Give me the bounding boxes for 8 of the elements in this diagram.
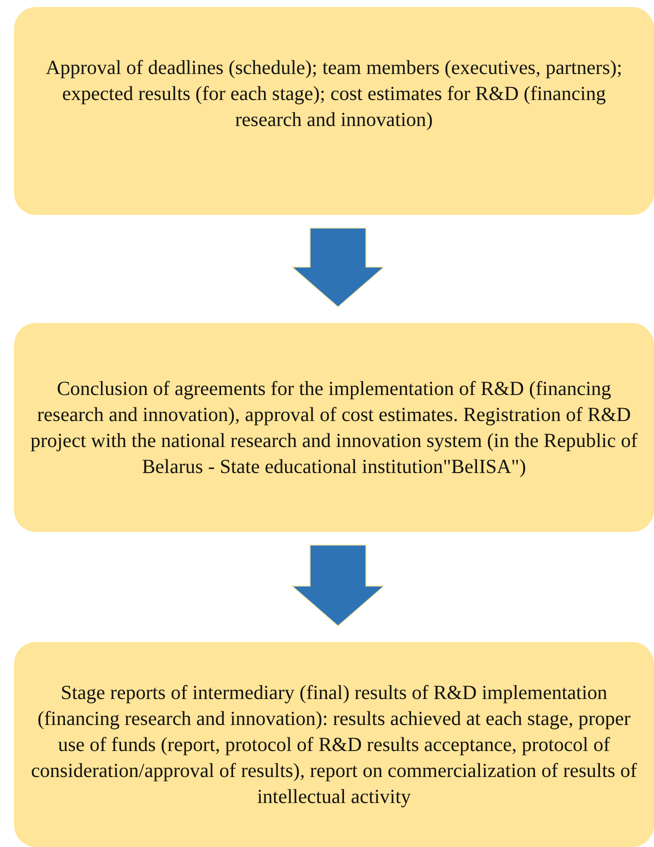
block-arrow (290, 228, 386, 308)
step-text: Approval of deadlines (schedule); team members (executives, partners); expected results (for each stage); cost estimates for R&D (financing research and innovation) (44, 56, 624, 133)
process-box (14, 642, 654, 847)
process-box (14, 7, 654, 215)
block-arrow (290, 544, 386, 627)
process-box (14, 323, 654, 532)
step-text: Stage reports of intermediary (final) results of R&D implementation (financing research and innovation): results achieved at each stage, proper use of funds (report, protocol of R&D results acceptance, protocol of consideration/approval of results), report on commercialization of results of intellectual activity (30, 680, 638, 810)
step-text: Conclusion of agreements for the implementation of R&D (financing research and innovation), approval of cost estimates. Registration of R&D project with the national research and innovation system (in the Republic of Belarus - State educational institution"BelISA") (30, 376, 638, 480)
